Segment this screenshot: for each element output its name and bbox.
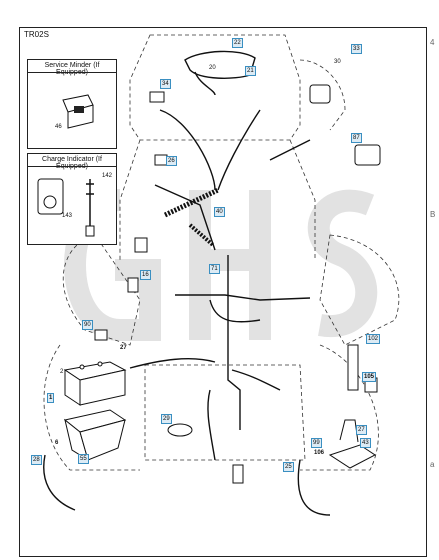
battery-cables [43,357,331,516]
battery-tray [63,409,127,462]
callout-105: 105 [362,372,377,382]
callout-102: 102 [366,334,381,344]
spiral-loom [163,187,220,247]
callout-90: 90 [82,320,93,330]
small-components [94,91,244,484]
margin-mark: B [430,210,436,219]
callout-27: 27 [120,345,127,351]
inset-divider [28,72,116,73]
callout-30: 30 [334,59,341,65]
inset-divider [28,166,116,167]
margin-mark: 4 [430,38,435,47]
callout-34: 34 [160,79,171,89]
starter-solenoid [309,84,381,469]
callout-22: 22 [232,38,243,48]
charge-indicator-drawing [37,178,95,237]
callout-20: 20 [209,65,216,71]
margin-mark: a [430,460,435,469]
diagram-code: TR02S [24,30,49,39]
callout-87: 87 [351,133,362,143]
service-minder-drawing [62,94,94,129]
callout-1: 1 [47,393,55,403]
callout-33: 33 [351,44,362,54]
callout-28: 28 [31,455,42,465]
callout-46: 46 [55,124,62,130]
callout-6: 6 [55,440,59,446]
callout-26: 26 [166,156,177,166]
diagram-frame [19,27,427,557]
callout-2: 2 [60,369,64,375]
main-harness [154,50,311,461]
callout-16: 16 [140,270,151,280]
callout-43: 43 [360,438,371,448]
callout-25: 25 [283,462,294,472]
battery [63,361,127,406]
callout-21: 21 [245,66,256,76]
callout-106: 106 [314,450,325,456]
callout-143: 143 [62,213,73,219]
callout-27b: 27 [356,425,367,435]
callout-99: 99 [311,438,322,448]
charge-indicator-inset: Charge Indicator (If Equipped) [27,153,117,245]
callout-40: 40 [214,207,225,217]
callout-142: 142 [102,173,113,179]
callout-29: 29 [161,414,172,424]
callout-71: 71 [209,264,220,274]
callout-55: 55 [78,454,89,464]
service-minder-inset: Service Minder (If Equipped) [27,59,117,149]
tractor-outline [43,34,400,471]
